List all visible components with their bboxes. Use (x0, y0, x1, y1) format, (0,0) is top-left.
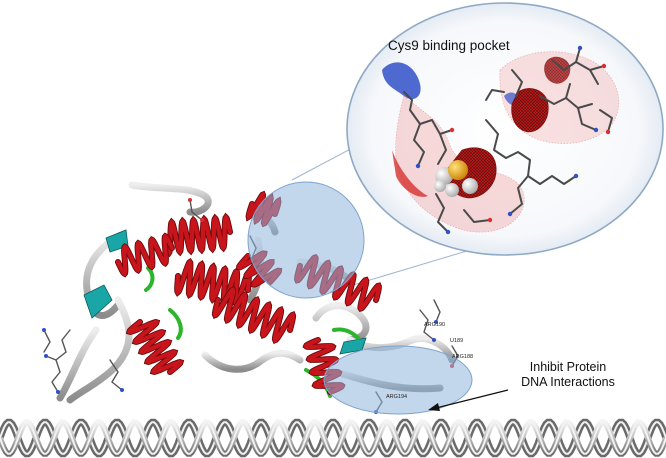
helix-ribbon (212, 287, 296, 343)
helix-ribbon (126, 319, 184, 375)
arrowhead-icon (428, 403, 440, 411)
dna-interface-highlight (323, 345, 473, 415)
cys9-pocket-highlight (247, 181, 365, 299)
residue-label-arg190: ARG190 (424, 322, 445, 328)
residue-labels: ARG190 U189 ARG188 ARG194 (386, 322, 473, 400)
helix (125, 319, 185, 375)
helix-ribbon (115, 233, 175, 277)
beta-strands (83, 229, 367, 355)
helix (174, 257, 252, 309)
dna-strand-highlight (0, 421, 666, 455)
helix (302, 337, 346, 395)
annotation-line-2: DNA Interactions (521, 375, 615, 389)
helix-ribbon (175, 259, 251, 307)
residue-label-arg194: ARG194 (386, 394, 407, 400)
annotation-line-1: Inhibit Protein (530, 360, 606, 374)
cys9-spheres (434, 160, 478, 197)
helix-ribbon (303, 337, 345, 395)
dna-interaction-annotation: Inhibit Protein DNA Interactions (428, 360, 615, 411)
helix (115, 232, 175, 278)
annotation-arrow (431, 389, 509, 410)
helix-ribbon (162, 214, 233, 256)
binding-region-highlights (247, 181, 473, 415)
residue-label-arg188: ARG188 (452, 354, 473, 360)
pocket-atom-tips (415, 45, 611, 235)
cys9-pocket-inset: Cys9 binding pocket (346, 2, 664, 256)
inset-title: Cys9 binding pocket (388, 38, 510, 53)
helix (162, 212, 233, 258)
pocket-residue-sticks (403, 47, 613, 233)
dna-strand-highlight (0, 421, 666, 455)
helix (211, 285, 297, 345)
residue-label-u189: U189 (450, 338, 463, 344)
dna-helix (0, 418, 666, 458)
